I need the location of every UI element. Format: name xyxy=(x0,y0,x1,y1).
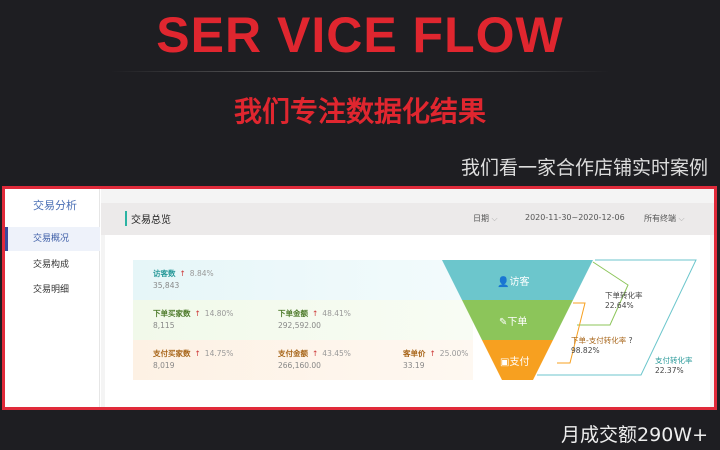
banner-subtitle: 我们专注数据化结果 xyxy=(233,95,486,128)
pay-row: 支付买家数↑14.75%8,019 支付金额↑43.45%266,160.00 … xyxy=(133,340,473,380)
sidebar: 交易分析 交易概况 交易构成 交易明细 xyxy=(5,189,100,407)
sidebar-item-overview[interactable]: 交易概况 xyxy=(5,227,100,251)
bracket-order xyxy=(577,261,629,326)
metric-avg-price: 客单价↑25.00%33.19 xyxy=(403,349,469,370)
sidebar-item-composition[interactable]: 交易构成 xyxy=(33,260,70,270)
dashboard-screenshot: 交易分析 交易概况 交易构成 交易明细 交易总览 日期 ⌵ 2020-11-30… xyxy=(2,186,717,410)
funnel-label-pay: ▣支付 xyxy=(500,357,530,368)
monthly-volume-caption: 月成交额290W+ xyxy=(561,424,708,446)
sidebar-heading: 交易分析 xyxy=(33,199,77,212)
arrow-up-icon: ↑ xyxy=(194,349,201,358)
arrow-up-icon: ↑ xyxy=(179,269,186,278)
date-select[interactable]: 日期 ⌵ xyxy=(473,213,498,224)
order-pay-rate: 下单-支付转化率 ?98.82% xyxy=(571,336,633,355)
arrow-up-icon: ↑ xyxy=(429,349,436,358)
overview-header: 交易总览 日期 ⌵ 2020-11-30~2020-12-06 所有终端 ⌵ xyxy=(101,203,714,235)
bracket-pay xyxy=(537,259,697,376)
order-row: 下单买家数↑14.80%8,115 下单金额↑48.41%292,592.00 xyxy=(133,300,473,340)
chevron-down-icon: ⌵ xyxy=(678,214,685,223)
metric-order-buyers: 下单买家数↑14.80%8,115 xyxy=(153,309,234,330)
case-caption: 我们看一家合作店铺实时案例 xyxy=(460,157,708,179)
arrow-up-icon: ↑ xyxy=(312,349,319,358)
metric-pay-buyers: 支付买家数↑14.75%8,019 xyxy=(153,349,234,370)
funnel-stage-pay xyxy=(482,340,553,380)
funnel-label-order: ✎下单 xyxy=(499,317,528,328)
terminal-select[interactable]: 所有终端 ⌵ xyxy=(644,213,685,224)
funnel-label-visitors: 👤访客 xyxy=(497,277,530,288)
funnel-stage-visitors xyxy=(442,260,593,300)
divider xyxy=(110,71,610,72)
funnel-stage-order xyxy=(462,300,573,340)
card-icon: ▣ xyxy=(500,357,510,368)
help-icon[interactable]: ? xyxy=(628,336,633,345)
funnel-chart xyxy=(442,259,697,380)
banner-title: SER VICE FLOW xyxy=(156,7,564,63)
page-title: 交易总览 xyxy=(125,211,171,226)
metric-visitors: 访客数↑8.84%35,843 xyxy=(153,269,214,290)
date-range-picker[interactable]: 2020-11-30~2020-12-06 xyxy=(525,213,625,222)
sidebar-item-details[interactable]: 交易明细 xyxy=(33,285,70,295)
user-icon: 👤 xyxy=(497,277,510,288)
visitor-row: 访客数↑8.84%35,843 xyxy=(133,260,473,300)
chevron-down-icon: ⌵ xyxy=(491,214,498,223)
main-panel: 交易总览 日期 ⌵ 2020-11-30~2020-12-06 所有终端 ⌵ 访… xyxy=(101,189,714,407)
gavel-icon: ✎ xyxy=(499,317,508,328)
metric-pay-amount: 支付金额↑43.45%266,160.00 xyxy=(278,349,351,370)
metric-order-amount: 下单金额↑48.41%292,592.00 xyxy=(278,309,351,330)
overview-card: 访客数↑8.84%35,843 下单买家数↑14.80%8,115 下单金额↑4… xyxy=(105,235,710,407)
terminal-label: 所有终端 xyxy=(644,214,676,223)
arrow-up-icon: ↑ xyxy=(312,309,319,318)
bracket-order-pay xyxy=(557,302,586,364)
date-label: 日期 xyxy=(473,214,489,223)
arrow-up-icon: ↑ xyxy=(194,309,201,318)
